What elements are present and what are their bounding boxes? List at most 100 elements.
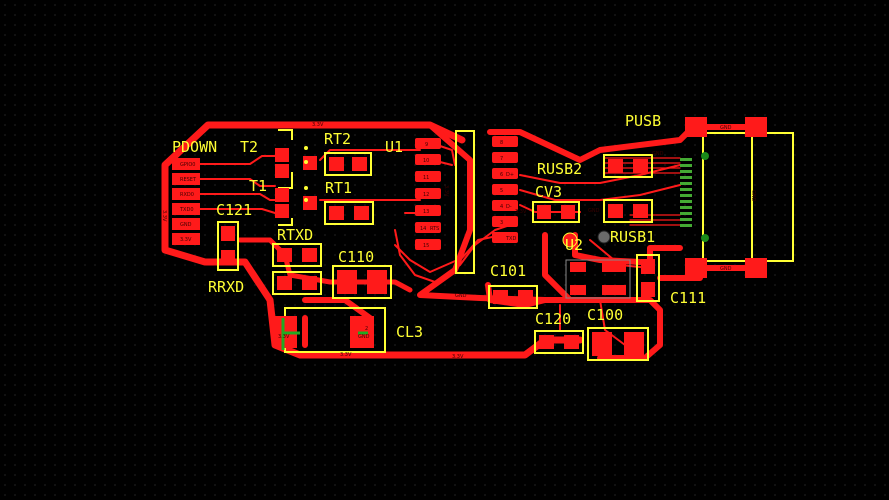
u2-pin-8[interactable] [492,136,518,147]
t2-pad[interactable] [303,156,317,170]
u2-pin-4[interactable] [492,200,518,211]
u1-pin-15[interactable] [415,239,441,250]
c111-outline [636,254,660,302]
c121-outline [217,221,239,271]
cap-c111 [636,254,660,302]
resistor-rt2 [324,152,372,176]
signal-dm [519,184,681,201]
resistor-rusb2 [603,154,653,178]
ic-u1: 9 10 11 12 13 14 RTS 15 [415,130,475,274]
rusb2-pad[interactable] [608,159,623,173]
c121-pad[interactable] [221,226,235,241]
rtxd-pad[interactable] [277,248,292,262]
header-pad-4[interactable] [172,203,200,215]
u2-package-pad[interactable] [570,262,586,272]
u2-pin-7[interactable] [492,152,518,163]
label-rusb2: RUSB2 [537,160,582,178]
c101-pad[interactable] [518,290,533,304]
header-pad-1[interactable] [172,158,200,170]
cl3-pad-number: 2 [365,326,368,332]
u1-pin-10[interactable] [415,154,441,165]
resistor-rt1 [324,201,374,225]
header-pin-label: GND [180,222,192,228]
u2-package-pad[interactable] [570,285,586,295]
t1-pad[interactable] [275,188,289,202]
u1-pin-12[interactable] [415,188,441,199]
usb-shell-pad[interactable] [745,258,767,278]
u2-pin-2[interactable] [492,232,518,243]
net-label-3v3-u2: 3.3V [515,209,527,215]
u2-package-pad[interactable] [602,262,626,272]
c111-pad[interactable] [641,259,655,274]
label-u2: U2 [565,236,583,254]
u1-pin-number: 13 [423,209,429,215]
label-rtxd: RTXD [277,226,313,244]
label-c101: C101 [490,262,526,280]
net-label-gnd-rusb1: GND [588,208,600,214]
header-pin-label: RXD0 [180,192,194,198]
t2-pad[interactable] [275,148,289,162]
cv3-outline [532,201,580,223]
u2-pin-3[interactable] [492,216,518,227]
rt1-pad[interactable] [329,206,344,220]
c100-pad[interactable] [592,332,612,356]
c111-pad[interactable] [641,282,655,297]
c110-outline [332,265,392,299]
c110-pad[interactable] [337,270,357,294]
c120-pad[interactable] [564,335,579,349]
u1-pin-number: 14 [420,226,426,232]
header-pad-2[interactable] [172,173,200,185]
silkscreen-labels: PDOWN T2 T1 RT2 RT1 U1 C121 RTXD C110 RR… [172,112,706,341]
rusb1-outline [603,199,653,223]
cv3-pad[interactable] [561,205,575,219]
t2-pad[interactable] [275,164,289,178]
rusb2-pad[interactable] [633,159,648,173]
rt1-pad[interactable] [354,206,369,220]
u2-pin-5[interactable] [492,184,518,195]
rt2-pad[interactable] [329,157,344,171]
rusb1-pad[interactable] [633,204,648,218]
usb-shell-pad[interactable] [685,258,707,278]
u1-pin-number: 9 [425,142,428,148]
u1-pin-13[interactable] [415,205,441,216]
c101-pad[interactable] [493,290,508,304]
label-t2: T2 [240,138,258,156]
ic-u2: 8 7 6 D+ 5 D- 4 3 TXD [492,136,611,248]
rtxd-pad[interactable] [302,248,317,262]
c101-outline [488,285,538,309]
usb-alignment-hole [701,152,709,160]
header-pad-5[interactable] [172,218,200,230]
rusb1-pad[interactable] [608,204,623,218]
c110-pad[interactable] [367,270,387,294]
u2-pin-number: 7 [500,156,503,162]
usb-shell-pad[interactable] [685,117,707,137]
rt1-outline [324,201,374,225]
signal-gpio0 [199,155,276,165]
header-pin-label: RESET [180,177,197,183]
u1-pin-14[interactable] [415,222,441,233]
cv3-pad[interactable] [537,205,551,219]
rrxd-outline [272,271,322,295]
rrxd-pad[interactable] [277,276,292,290]
trace-usb-ground [487,127,693,163]
u2-pin-number: 4 [500,204,503,210]
c121-pad[interactable] [221,250,235,265]
cl3-net-label: 3.3V [340,352,352,358]
c100-pad[interactable] [624,332,644,356]
u2-package-pad[interactable] [602,285,626,295]
rrxd-pad[interactable] [302,276,317,290]
u2-pin-6[interactable] [492,168,518,179]
u2-via[interactable] [597,230,611,244]
header-pad-6[interactable] [172,233,200,245]
u1-pin-9[interactable] [415,138,441,149]
t1-pad[interactable] [303,196,317,210]
usb-shell-pad[interactable] [745,117,767,137]
trace-gnd-loop [417,122,663,361]
t1-pad[interactable] [275,204,289,218]
u1-pin-11[interactable] [415,171,441,182]
header-pin-label: TXD0 [179,207,194,213]
label-rt1: RT1 [325,179,352,197]
c120-pad[interactable] [539,335,554,349]
header-pad-3[interactable] [172,188,200,200]
rt2-pad[interactable] [352,157,367,171]
